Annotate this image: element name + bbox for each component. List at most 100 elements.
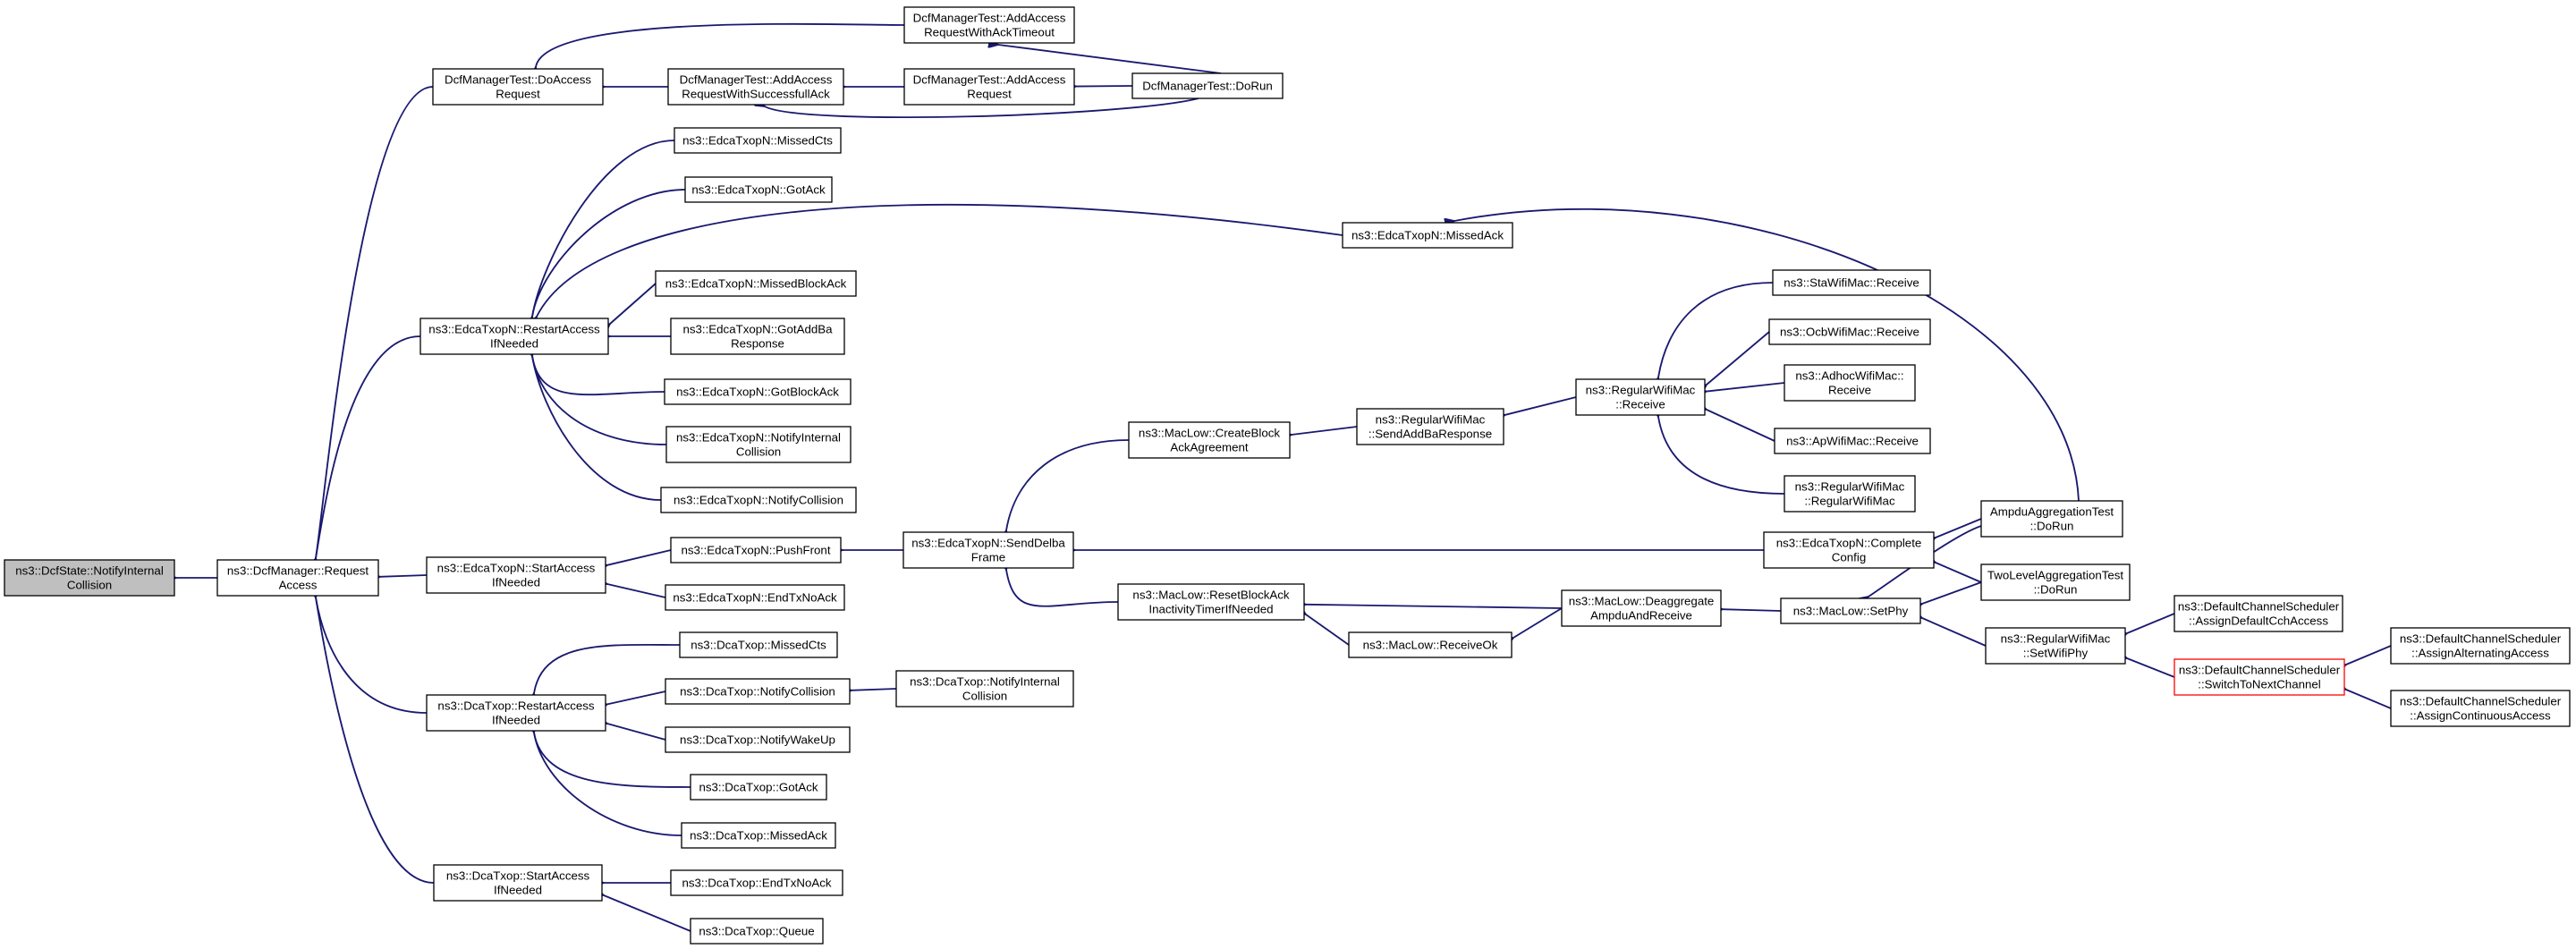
node-label-line: DcfManagerTest::AddAccess xyxy=(680,73,833,87)
node-e-notifycollision[interactable]: ns3::EdcaTxopN::NotifyCollision xyxy=(660,487,857,513)
node-dmt-success[interactable]: DcfManagerTest::AddAccessRequestWithSucc… xyxy=(667,68,844,106)
node-box xyxy=(665,726,851,753)
node-m-receiveok[interactable]: ns3::MacLow::ReceiveOk xyxy=(1348,631,1513,658)
node-label-line: ns3::DcfState::NotifyInternal xyxy=(15,564,164,578)
edge-m-setphy-to-m-deaggregate xyxy=(1723,609,1782,611)
edge-d-notifywakeup-to-d-restart xyxy=(607,724,666,741)
node-box xyxy=(1342,222,1513,249)
node-box xyxy=(902,531,1074,569)
node-e-missedcts[interactable]: ns3::EdcaTxopN::MissedCts xyxy=(674,127,842,154)
node-label-line: ns3::DcaTxop::GotAck xyxy=(699,781,818,794)
node-adhoc-receive[interactable]: ns3::AdhocWifiMac::Receive xyxy=(1784,364,1916,402)
node-d-gotack[interactable]: ns3::DcaTxop::GotAck xyxy=(690,774,827,801)
edge-r-sendaddba-to-m-createblock xyxy=(1292,426,1358,435)
node-label-line: ::RegularWifiMac xyxy=(1804,495,1895,508)
node-label-line: ns3::EdcaTxopN::GotAddBa xyxy=(682,323,833,336)
node-label-line: DcfManagerTest::AddAccess xyxy=(913,12,1066,25)
node-label-line: ns3::EdcaTxopN::EndTxNoAck xyxy=(673,591,837,605)
node-m-setphy[interactable]: ns3::MacLow::SetPhy xyxy=(1780,597,1921,624)
node-box xyxy=(690,774,827,801)
node-e-missedack[interactable]: ns3::EdcaTxopN::MissedAck xyxy=(1342,222,1513,249)
node-box xyxy=(670,869,843,896)
edge-m-createblock-to-e-senddelba xyxy=(1006,439,1130,530)
nodes-layer: ns3::DcfState::NotifyInternalCollisionns… xyxy=(4,6,2571,945)
edge-dmt-dorun-to-dmt-success xyxy=(765,97,1199,119)
node-twolevel-dorun[interactable]: TwoLevelAggregationTest::DoRun xyxy=(1980,563,2131,601)
node-d-endtxnoack[interactable]: ns3::DcaTxop::EndTxNoAck xyxy=(670,869,843,896)
node-box xyxy=(679,631,838,658)
node-ocb-receive[interactable]: ns3::OcbWifiMac::Receive xyxy=(1768,318,1931,345)
node-box xyxy=(690,918,824,945)
node-label-line: Request xyxy=(967,88,1012,101)
edge-dcs-continuous-to-dcs-switch xyxy=(2346,690,2392,709)
node-dmt-timeout[interactable]: DcfManagerTest::AddAccessRequestWithAckT… xyxy=(903,6,1075,44)
node-box xyxy=(1774,428,1931,454)
node-d-notifycollision[interactable]: ns3::DcaTxop::NotifyCollision xyxy=(665,678,851,705)
node-label-line: ns3::DcaTxop::MissedAck xyxy=(690,829,827,843)
node-dcs-alternating[interactable]: ns3::DefaultChannelScheduler::AssignAlte… xyxy=(2390,627,2571,665)
node-d-missedack[interactable]: ns3::DcaTxop::MissedAck xyxy=(681,822,836,849)
node-e-pushfront[interactable]: ns3::EdcaTxopN::PushFront xyxy=(670,537,842,563)
edge-d-start-to-dcf-request xyxy=(316,597,435,884)
node-label-line: AmpduAggregationTest xyxy=(1990,505,2114,519)
edge-ampdu-dorun-to-e-missedack xyxy=(1454,208,2080,502)
node-box xyxy=(1348,631,1513,658)
node-d-missedcts[interactable]: ns3::DcaTxop::MissedCts xyxy=(679,631,838,658)
node-box xyxy=(1128,421,1291,459)
node-dmt-dorun[interactable]: DcfManagerTest::DoRun xyxy=(1131,72,1284,99)
node-dcs-switch[interactable]: ns3::DefaultChannelScheduler::SwitchToNe… xyxy=(2174,658,2345,696)
node-dcs-continuous[interactable]: ns3::DefaultChannelScheduler::AssignCont… xyxy=(2390,690,2571,727)
node-label-line: ns3::EdcaTxopN::SendDelba xyxy=(911,537,1065,550)
node-box xyxy=(664,378,852,405)
node-label-line: DcfManagerTest::DoRun xyxy=(1142,80,1273,93)
node-ap-receive[interactable]: ns3::ApWifiMac::Receive xyxy=(1774,428,1931,454)
node-box xyxy=(2174,595,2343,632)
node-ampdu-dorun[interactable]: AmpduAggregationTest::DoRun xyxy=(1980,500,2123,538)
node-r-sendaddba[interactable]: ns3::RegularWifiMac::SendAddBaResponse xyxy=(1356,408,1504,445)
node-r-receive[interactable]: ns3::RegularWifiMac::Receive xyxy=(1575,378,1706,416)
edge-dcs-switch-to-r-setwifiphy xyxy=(2127,658,2175,678)
node-box xyxy=(895,670,1074,708)
node-box xyxy=(2390,690,2571,727)
node-label-line: AmpduAndReceive xyxy=(1590,609,1692,623)
node-r-setwifiphy[interactable]: ns3::RegularWifiMac::SetWifiPhy xyxy=(1985,627,2126,665)
node-e-endtxnoack[interactable]: ns3::EdcaTxopN::EndTxNoAck xyxy=(665,584,845,611)
node-label-line: ns3::DcfManager::Request xyxy=(227,564,369,578)
node-sta-receive[interactable]: ns3::StaWifiMac::Receive xyxy=(1772,269,1931,296)
node-box xyxy=(684,176,833,203)
node-dcs-assigncch[interactable]: ns3::DefaultChannelScheduler::AssignDefa… xyxy=(2174,595,2343,632)
node-box xyxy=(432,68,604,106)
node-d-queue[interactable]: ns3::DcaTxop::Queue xyxy=(690,918,824,945)
node-r-ctor[interactable]: ns3::RegularWifiMac::RegularWifiMac xyxy=(1784,475,1916,513)
node-m-resetblock[interactable]: ns3::MacLow::ResetBlockAckInactivityTime… xyxy=(1117,583,1305,621)
node-box xyxy=(665,584,845,611)
node-e-gotblockack[interactable]: ns3::EdcaTxopN::GotBlockAck xyxy=(664,378,852,405)
node-box xyxy=(1772,269,1931,296)
edges-layer xyxy=(176,22,2392,932)
node-label-line: ::DoRun xyxy=(2034,583,2078,597)
node-label-line: ns3::EdcaTxopN::GotAck xyxy=(691,183,826,197)
node-box xyxy=(2390,627,2571,665)
edge-d-restart-to-dcf-request xyxy=(316,597,428,714)
node-e-gotack[interactable]: ns3::EdcaTxopN::GotAck xyxy=(684,176,833,203)
edge-e-start-to-dcf-request xyxy=(380,575,428,577)
node-d-notifywakeup[interactable]: ns3::DcaTxop::NotifyWakeUp xyxy=(665,726,851,753)
edge-twolevel-dorun-to-m-setphy xyxy=(1922,581,1982,604)
node-box xyxy=(1980,500,2123,538)
node-e-missedblockack[interactable]: ns3::EdcaTxopN::MissedBlockAck xyxy=(655,270,857,297)
